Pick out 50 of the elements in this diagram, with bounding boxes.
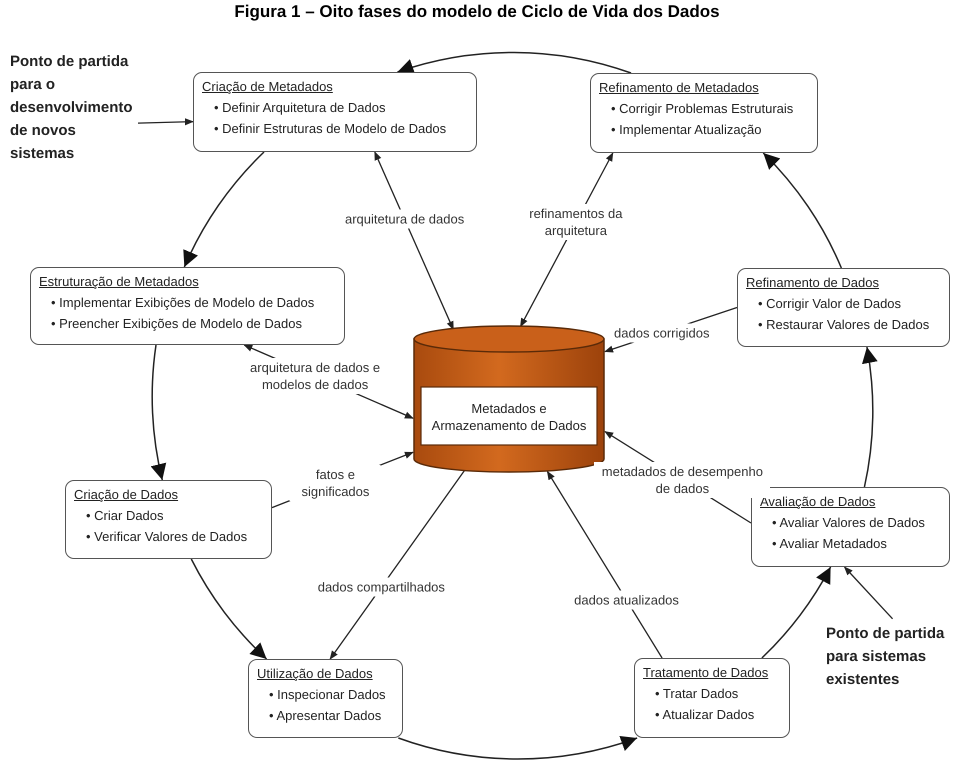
phase-title: Estruturação de Metadados: [39, 273, 200, 291]
arrow: [398, 735, 638, 760]
start-note: Ponto de partida para sistemas existentes: [826, 622, 954, 702]
arrow: [761, 566, 832, 659]
bullet-item: • Apresentar Dados: [268, 707, 382, 725]
arrow: [151, 344, 167, 480]
bullet-item: • Preencher Exibições de Modelo de Dados: [50, 315, 303, 333]
phase-box: [590, 73, 818, 153]
arrow: [546, 470, 663, 658]
start-note: Ponto de partida para o desenvolvimento de novos sistemas: [10, 50, 138, 168]
edge-label: metadados de desempenho de dados: [594, 462, 770, 498]
bullet-item: • Inspecionar Dados: [268, 686, 387, 704]
phase-box: [248, 659, 403, 738]
phase-box: [737, 268, 950, 347]
bullet-item: • Restaurar Valores de Dados: [757, 316, 930, 334]
bullet-item: • Tratar Dados: [654, 685, 740, 703]
arrow: [374, 151, 454, 330]
arrow: [190, 558, 268, 660]
bullet-item: • Criar Dados: [85, 507, 165, 525]
bullet-item: • Corrigir Problemas Estruturais: [610, 100, 794, 118]
phase-box: [634, 658, 790, 738]
phase-title: Refinamento de Dados: [746, 274, 880, 292]
phase-box: [30, 267, 345, 345]
phase-title: Criação de Dados: [74, 486, 180, 504]
arrow: [844, 566, 894, 620]
arrow: [397, 52, 632, 76]
storage-label: Metadados e Armazenamento de Dados: [430, 400, 588, 435]
arrow: [862, 346, 878, 488]
phase-title: Utilização de Dados: [257, 665, 374, 683]
bullet-item: • Avaliar Metadados: [771, 535, 888, 553]
phase-box: [193, 72, 477, 152]
bullet-item: • Corrigir Valor de Dados: [757, 295, 902, 313]
phase-title: Refinamento de Metadados: [599, 79, 760, 97]
arrow: [330, 470, 466, 660]
phase-title: Tratamento de Dados: [643, 664, 770, 682]
arrow: [138, 118, 194, 126]
phase-title: Criação de Metadados: [202, 78, 334, 96]
figure-title: Figura 1 – Oito fases do modelo de Ciclo de Vida dos Dados: [233, 2, 721, 22]
bullet-item: • Definir Arquitetura de Dados: [213, 99, 386, 117]
bullet-item: • Implementar Atualização: [610, 121, 763, 139]
bullet-item: • Definir Estruturas de Modelo de Dados: [213, 120, 448, 138]
bullet-item: • Implementar Exibições de Modelo de Dados: [50, 294, 316, 312]
phase-box: [751, 487, 950, 567]
bullet-item: • Avaliar Valores de Dados: [771, 514, 926, 532]
arrow: [762, 152, 842, 268]
bullet-item: • Atualizar Dados: [654, 706, 756, 724]
bullet-item: • Verificar Valores de Dados: [85, 528, 248, 546]
arrow: [184, 151, 265, 268]
phase-box: [65, 480, 272, 559]
edge-label: fatos e significados: [290, 464, 381, 501]
